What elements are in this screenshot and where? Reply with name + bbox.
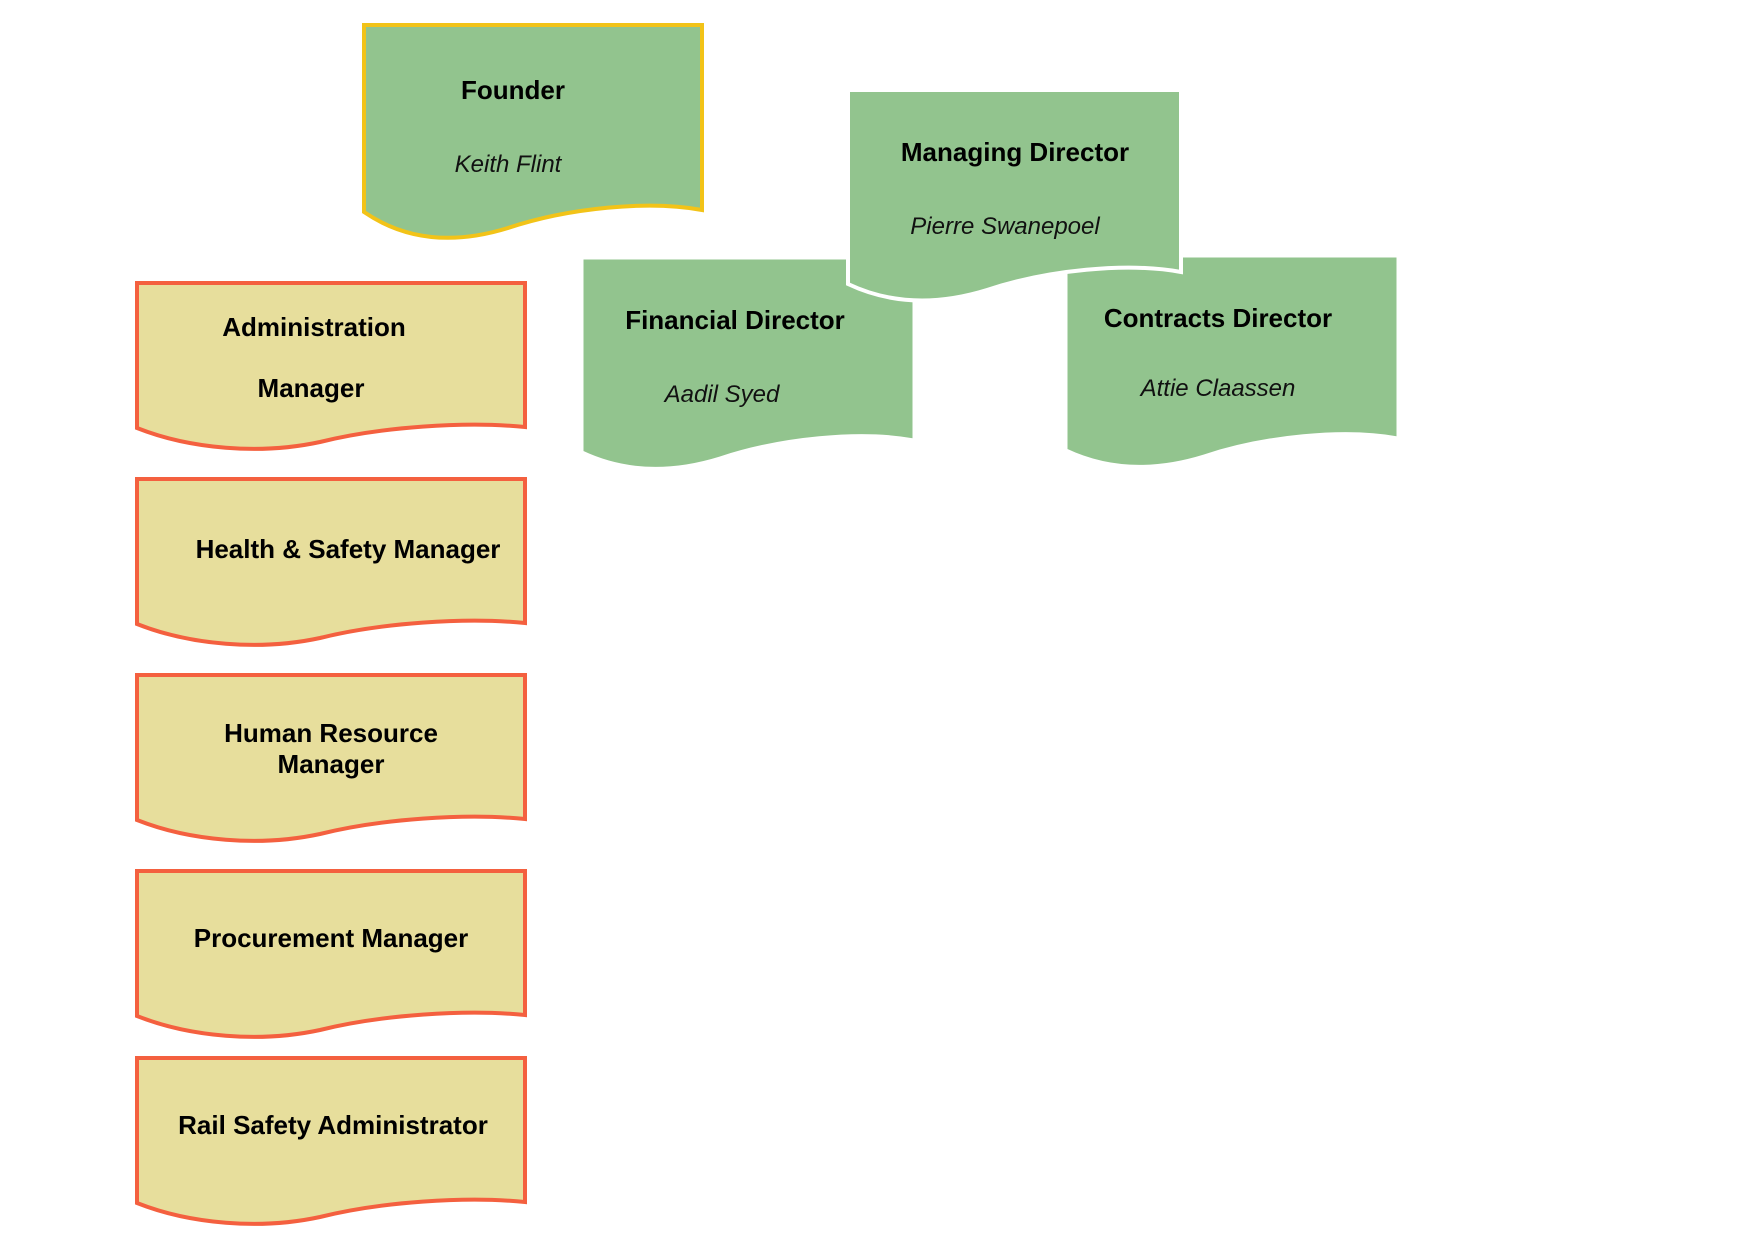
financial-director-shape: [580, 256, 916, 470]
procurement-manager-box: Procurement Manager: [135, 869, 527, 1039]
administration-manager-box: Administration Manager: [135, 281, 527, 451]
health-safety-manager-box: Health & Safety Manager: [135, 477, 527, 647]
administration-manager-shape: [135, 281, 527, 451]
human-resource-manager-shape: [135, 673, 527, 843]
rail-safety-administrator-shape: [135, 1056, 527, 1226]
procurement-manager-shape: [135, 869, 527, 1039]
contracts-director-name: Attie Claassen: [1139, 375, 1296, 402]
human-resource-manager-box: Human Resource Manager: [135, 673, 527, 843]
rail-safety-administrator-box: Rail Safety Administrator: [135, 1056, 527, 1226]
contracts-director-title: Contracts Director: [1104, 303, 1332, 333]
managing-director-shape: [846, 88, 1183, 303]
human-resource-manager-title-line2: Manager: [278, 749, 385, 779]
administration-manager-title-line2: Manager: [258, 373, 365, 403]
administration-manager-title-line1: Administration: [222, 312, 405, 342]
founder-box: Founder Keith Flint: [362, 23, 704, 240]
financial-director-name: Aadil Syed: [663, 381, 780, 408]
founder-name: Keith Flint: [455, 151, 563, 178]
founder-title: Founder: [461, 75, 565, 105]
managing-director-title: Managing Director: [901, 137, 1129, 167]
contracts-director-box: Contracts Director Attie Claassen: [1064, 254, 1400, 468]
rail-safety-administrator-title: Rail Safety Administrator: [178, 1110, 488, 1140]
financial-director-title: Financial Director: [625, 305, 845, 335]
health-safety-manager-title: Health & Safety Manager: [196, 534, 501, 564]
financial-director-box: Financial Director Aadil Syed: [580, 256, 916, 470]
managing-director-box: Managing Director Pierre Swanepoel: [846, 88, 1183, 303]
health-safety-manager-shape: [135, 477, 527, 647]
human-resource-manager-title-line1: Human Resource: [224, 718, 438, 748]
founder-shape: [362, 23, 704, 240]
managing-director-name: Pierre Swanepoel: [910, 213, 1100, 240]
contracts-director-shape: [1064, 254, 1400, 468]
procurement-manager-title: Procurement Manager: [194, 923, 469, 953]
